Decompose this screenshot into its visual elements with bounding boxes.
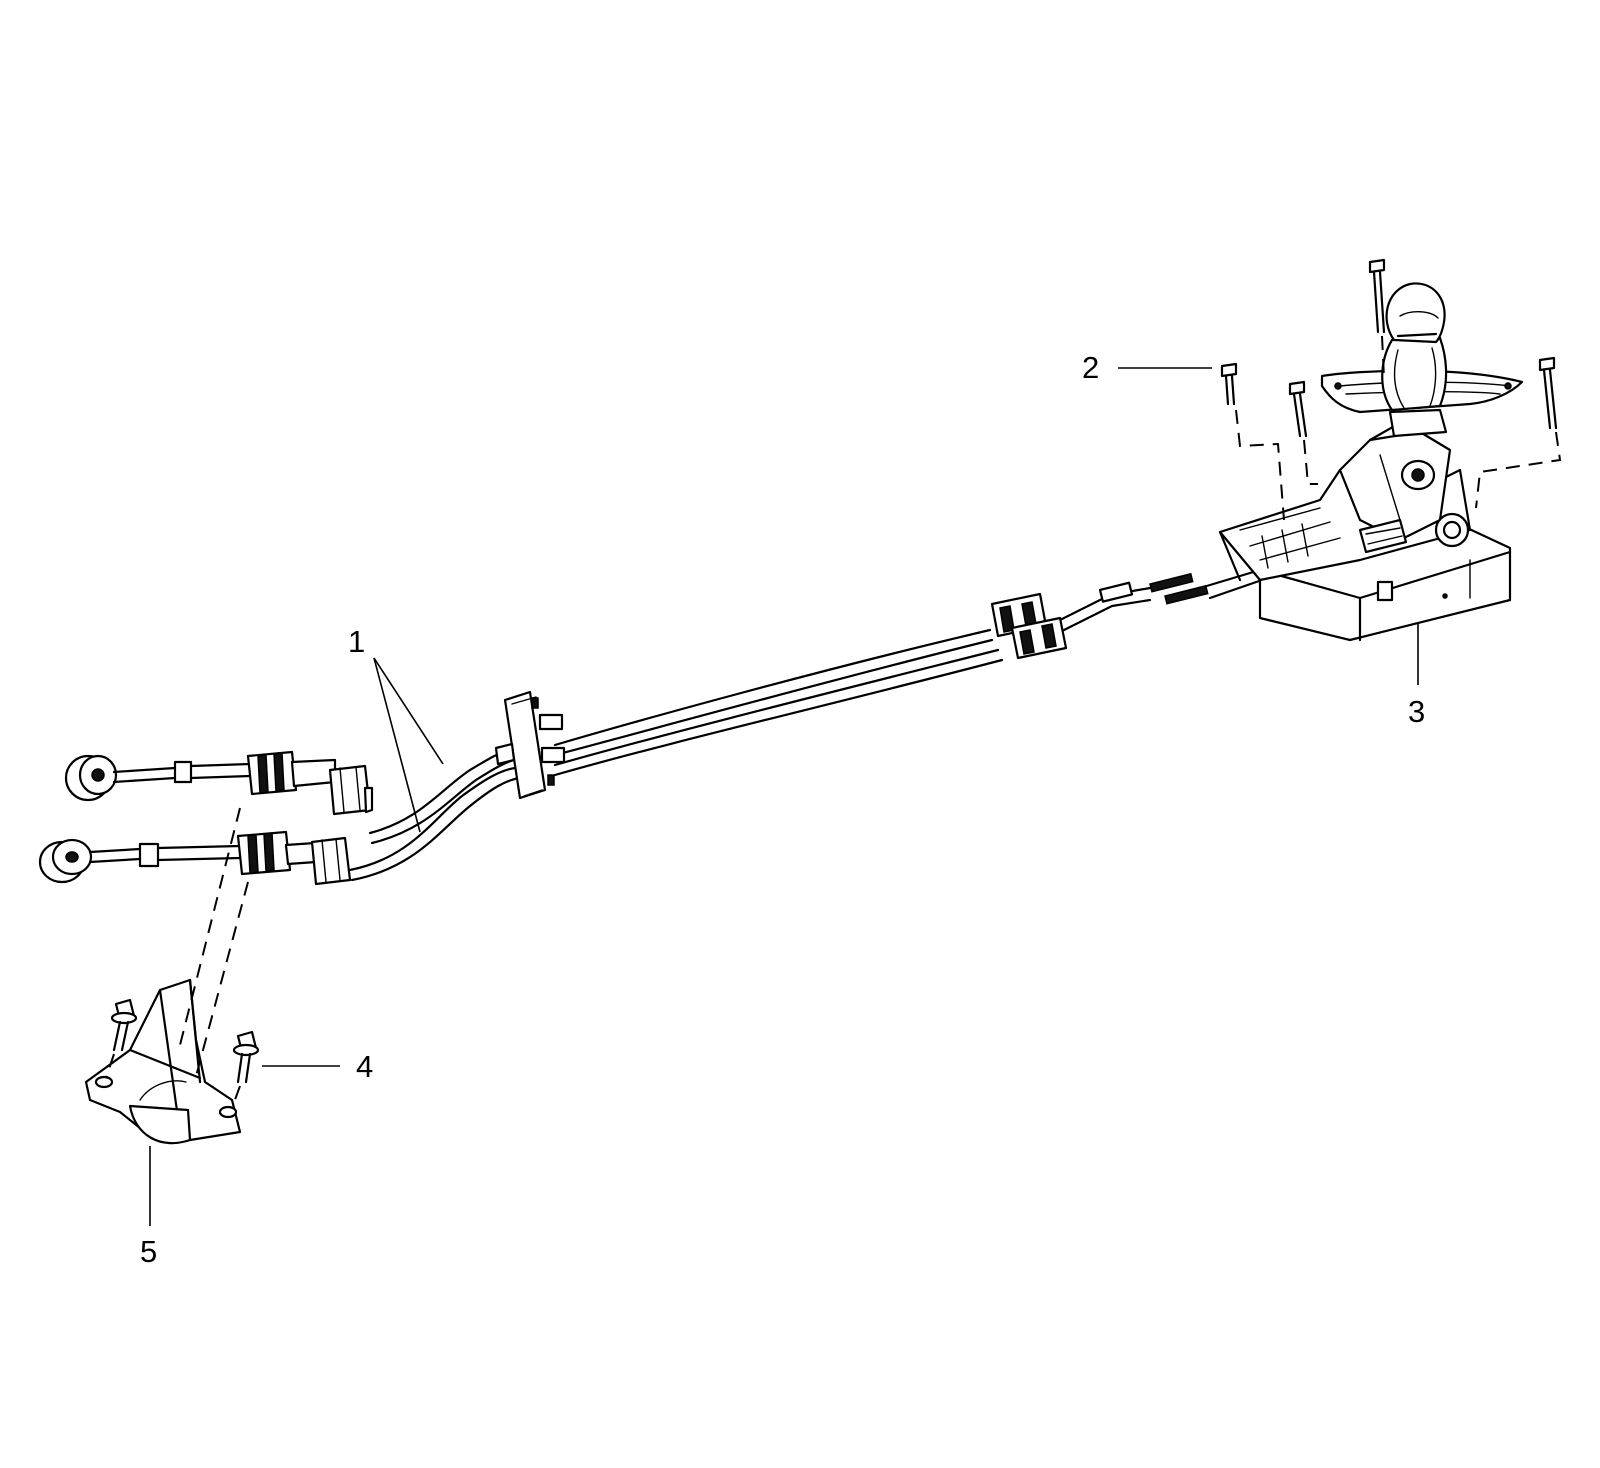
callout-1: 1 <box>348 624 365 659</box>
cable-end-lower <box>38 830 352 886</box>
callout-3: 3 <box>1408 694 1425 729</box>
cable-end-upper <box>64 750 374 816</box>
callout-4: 4 <box>356 1049 373 1084</box>
bracket-bolts <box>105 998 260 1109</box>
callout-5: 5 <box>140 1234 157 1269</box>
shift-cables <box>348 568 1264 882</box>
shifter-assembly <box>1218 282 1524 642</box>
callout-2: 2 <box>1082 350 1099 385</box>
cable-bracket <box>494 690 566 800</box>
shifter-screws <box>1220 258 1562 521</box>
cable-adjuster-sleeves <box>990 592 1068 660</box>
leader-lines <box>149 367 1419 1226</box>
cable-support-bracket <box>84 807 249 1145</box>
